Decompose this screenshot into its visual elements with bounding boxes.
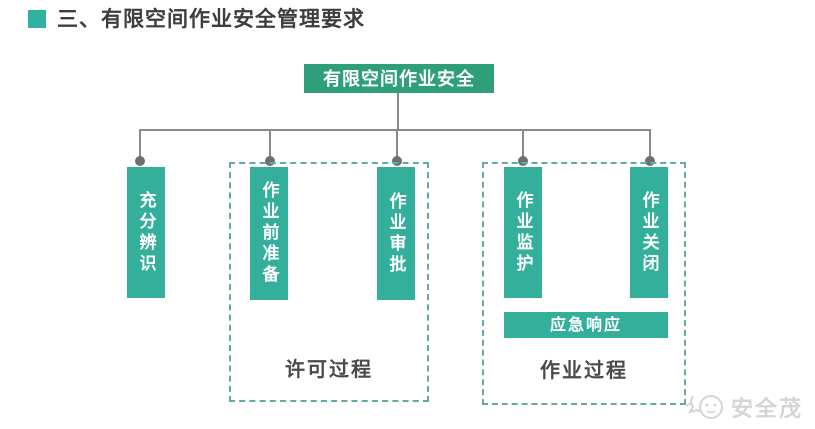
connector-drop-3 [396, 129, 398, 159]
group-permit-process: 许可过程 [229, 162, 429, 402]
node-work-approval: 作业审批 [377, 167, 415, 300]
connector-dot-1 [135, 156, 145, 166]
node-full-identification: 充分辨识 [127, 167, 165, 298]
node-work-supervision: 作业监护 [504, 167, 542, 298]
group-operation-label: 作业过程 [540, 360, 628, 382]
node-pre-work-preparation: 作业前准备 [250, 167, 288, 300]
connector-drop-5 [649, 129, 651, 159]
emergency-response-bar: 应急响应 [504, 312, 668, 338]
connector-dot-2 [265, 156, 275, 166]
node-work-closure: 作业关闭 [630, 167, 668, 298]
connector-stem [397, 93, 399, 130]
page-title: 三、有限空间作业安全管理要求 [57, 8, 365, 31]
title-bullet-square-icon [28, 10, 46, 28]
brand-watermark: 安全茂 [683, 391, 803, 423]
connector-horizontal [139, 129, 651, 131]
connector-dot-5 [645, 156, 655, 166]
brand-watermark-text: 安全茂 [730, 396, 803, 421]
connector-dot-3 [392, 156, 402, 166]
group-permit-label: 许可过程 [285, 359, 373, 381]
group-operation-process: 作业过程 [482, 162, 686, 405]
chat-face-logo-icon [685, 395, 723, 419]
connector-dot-4 [518, 156, 528, 166]
connector-drop-4 [522, 129, 524, 159]
connector-drop-2 [269, 129, 271, 159]
connector-drop-1 [139, 129, 141, 159]
root-node: 有限空间作业安全 [304, 64, 494, 93]
